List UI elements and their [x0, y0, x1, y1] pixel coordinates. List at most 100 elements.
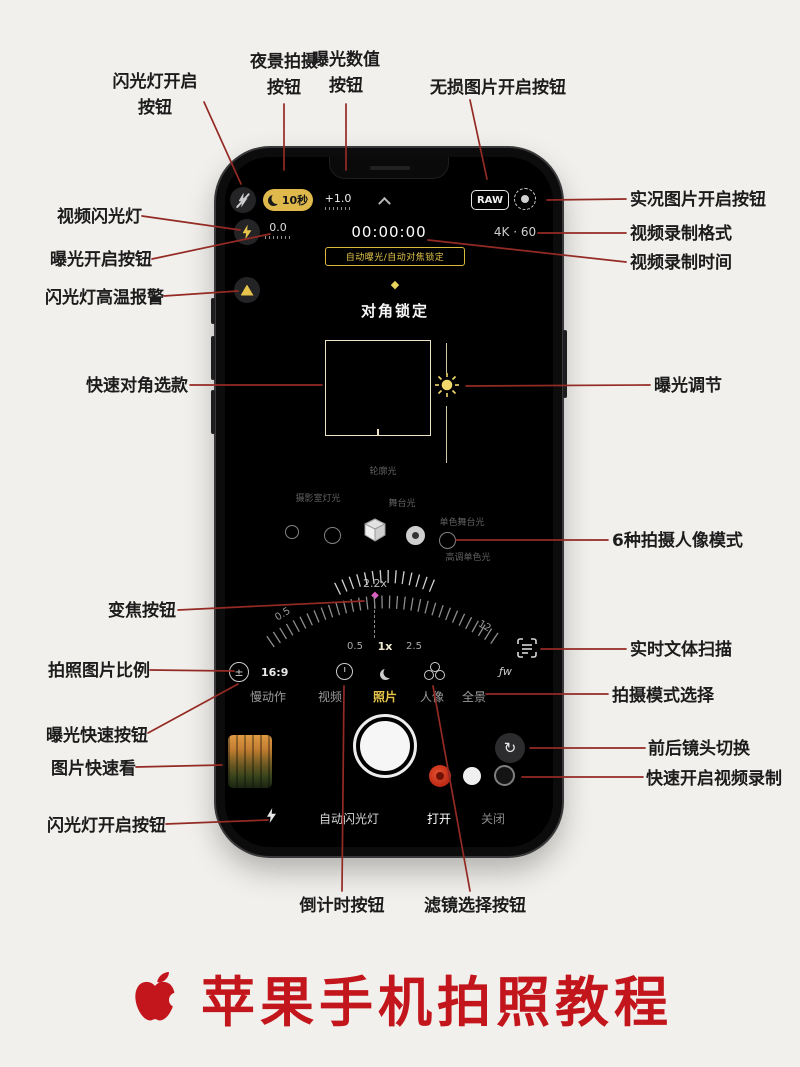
record-time: 00:00:00	[351, 223, 427, 241]
night-toggle-button[interactable]	[380, 665, 391, 684]
volume-up-button[interactable]	[211, 336, 215, 380]
lens-1x-button[interactable]: 1x	[377, 640, 393, 653]
quick-video-record-button[interactable]	[494, 765, 515, 786]
exposure-readout: 0.0	[269, 221, 287, 234]
notch	[329, 157, 449, 179]
speaker-grille	[370, 166, 410, 170]
callout-quick-video: 快速开启视频录制	[646, 769, 782, 789]
white-balance-button[interactable]: ƒw	[499, 665, 512, 678]
portrait-label-contour: 轮廓光	[369, 467, 397, 477]
portrait-cube-icon[interactable]	[361, 516, 389, 544]
phone-frame: 10秒 +1.0 RAW 0.0 00:00:00 4K · 60 自动曝光/自…	[211, 148, 567, 856]
ae-af-lock-banner: 自动曝光/自动对焦锁定	[325, 247, 465, 266]
sun-exposure-icon[interactable]	[434, 372, 460, 398]
exposure-plusminus-icon: ±	[229, 662, 249, 682]
page-title: 苹果手机拍照教程	[201, 973, 673, 1033]
portrait-mode-dot-4[interactable]	[439, 532, 456, 549]
portrait-mode-dot-2[interactable]	[324, 527, 341, 544]
filters-button[interactable]	[424, 662, 446, 681]
callout-photo-preview: 图片快速看	[51, 759, 136, 779]
callout-zoom: 变焦按钮	[108, 601, 176, 621]
flash-temp-warning-button[interactable]	[234, 277, 260, 303]
yellow-bolt-icon	[242, 224, 252, 240]
footer-title-row: 苹果手机拍照教程	[0, 958, 800, 1037]
callout-filter: 滤镜选择按钮	[424, 896, 526, 916]
callout-night-mode: 夜景拍摄 按钮	[250, 52, 318, 98]
mode-slomo[interactable]: 慢动作	[249, 690, 286, 704]
zoom-dial[interactable]	[225, 555, 553, 655]
portrait-dot-inner	[412, 532, 419, 539]
mode-photo[interactable]: 照片	[372, 690, 397, 704]
callout-front-back: 前后镜头切换	[648, 739, 750, 759]
zoom-marker-icon: ◆	[371, 590, 379, 601]
portrait-label-stage: 舞台光	[388, 499, 416, 509]
callout-exposure-quick: 曝光快速按钮	[46, 726, 148, 746]
warning-triangle-icon	[240, 284, 254, 296]
flash-bottom-icon	[267, 808, 276, 823]
text-scan-icon[interactable]	[515, 636, 539, 660]
callout-portrait-modes: 6种拍摄人像模式	[612, 531, 743, 551]
video-flash-button[interactable]	[234, 219, 260, 245]
mode-video[interactable]: 视频	[317, 690, 342, 704]
chevron-up-icon	[377, 196, 391, 210]
shutter-inner	[360, 721, 410, 771]
portrait-mode-dot-1[interactable]	[285, 525, 299, 539]
exposure-readout-ruler	[265, 236, 291, 239]
callout-exposure-adjust: 曝光调节	[654, 376, 722, 396]
callout-exposure-on: 曝光开启按钮	[50, 250, 152, 270]
thumbnail-trees-overlay	[228, 735, 272, 788]
night-mode-button[interactable]: 10秒	[263, 189, 313, 211]
apple-logo-icon	[135, 971, 183, 1020]
record-format-button[interactable]: 4K · 60	[493, 225, 537, 239]
auto-flash-option[interactable]: 自动闪光灯	[318, 812, 379, 826]
exposure-quick-button[interactable]: ±	[229, 662, 249, 682]
timer-button[interactable]	[336, 663, 353, 680]
moon-icon	[268, 195, 279, 206]
callout-timer: 倒计时按钮	[299, 896, 385, 916]
portrait-label-stage-mono: 单色舞台光	[439, 518, 485, 528]
portrait-label-highkey-mono: 高调单色光	[445, 553, 491, 563]
camera-flip-icon: ↻	[503, 739, 517, 757]
callout-text-scan: 实时文体扫描	[630, 640, 732, 660]
aspect-ratio-button[interactable]: 16:9	[261, 666, 289, 679]
lens-0-5x-button[interactable]: 0.5	[347, 641, 363, 652]
flash-off-option[interactable]: 关闭	[480, 812, 505, 826]
callout-flash-temp: 闪光灯高温报警	[45, 288, 164, 308]
moon-small-icon	[380, 669, 391, 680]
filter-circle-2	[424, 670, 434, 680]
shutter-button[interactable]	[353, 714, 417, 778]
filter-circle-3	[435, 670, 445, 680]
filter-swatch-white[interactable]	[463, 767, 481, 785]
lens-2-5x-button[interactable]: 2.5	[406, 641, 422, 652]
photo-preview-thumbnail[interactable]	[228, 735, 272, 788]
portrait-mode-dot-3[interactable]	[406, 526, 425, 545]
power-button[interactable]	[563, 330, 567, 398]
live-photo-button[interactable]	[514, 188, 536, 210]
night-mode-label: 10秒	[281, 194, 309, 207]
exposure-ruler	[325, 207, 351, 210]
callout-live-photo: 实况图片开启按钮	[630, 190, 766, 210]
filter-swatch-red-center	[436, 772, 444, 780]
exposure-slider-line-top	[446, 343, 447, 373]
raw-toggle-button[interactable]: RAW	[471, 190, 509, 210]
camera-flip-button[interactable]: ↻	[495, 733, 525, 763]
callout-mode-select: 拍摄模式选择	[612, 686, 714, 706]
callout-exposure-value: 曝光数值 按钮	[312, 50, 380, 96]
callout-aspect: 拍照图片比例	[48, 661, 150, 681]
mute-switch[interactable]	[211, 298, 215, 324]
callout-video-flash: 视频闪光灯	[57, 207, 142, 227]
exposure-value-button[interactable]: +1.0	[324, 192, 352, 205]
volume-down-button[interactable]	[211, 390, 215, 434]
callout-diag-select: 快速对角选款	[86, 376, 188, 396]
callout-flash-on-top: 闪光灯开启 按钮	[112, 72, 198, 118]
mode-pano[interactable]: 全景	[461, 690, 486, 704]
flash-on-option[interactable]: 打开	[426, 812, 451, 826]
filter-swatch-red[interactable]	[429, 765, 451, 787]
timer-clock-icon	[336, 663, 353, 680]
flash-bottom-button[interactable]	[267, 808, 276, 827]
diagonal-lock-label: 对角锁定	[360, 302, 429, 320]
exposure-slider-line-bottom	[446, 406, 447, 463]
expand-toolbar-button[interactable]	[371, 189, 397, 211]
flash-off-button[interactable]	[230, 187, 256, 213]
lock-diamond-icon: ◆	[390, 278, 400, 291]
